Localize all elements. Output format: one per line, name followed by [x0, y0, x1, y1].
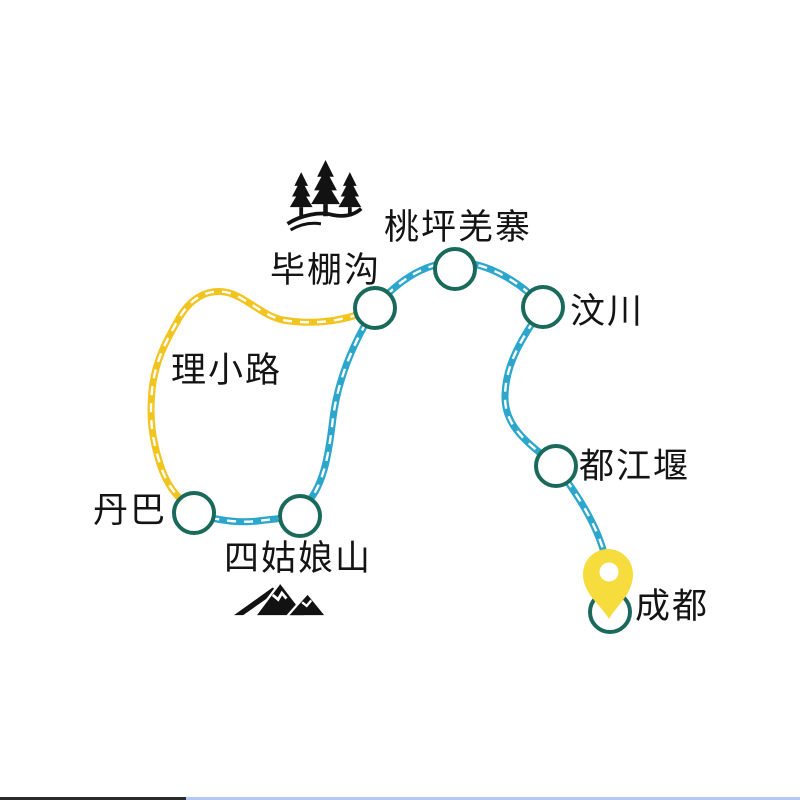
node-wenchuan[interactable] [521, 285, 565, 329]
label-dujiangyan: 都江堰 [579, 447, 691, 486]
yellow-route-road [147, 288, 379, 509]
label-chengdu: 成都 [635, 587, 710, 626]
pine-trees-icon [286, 160, 363, 232]
mountains-icon [234, 583, 325, 618]
teal-route-centerline [503, 306, 557, 467]
teal-route-road [501, 303, 560, 470]
teal-route-centerline [301, 307, 377, 509]
yellow-route-centerline [149, 290, 376, 506]
location-pin-hole [599, 562, 619, 582]
node-bipenggou[interactable] [353, 286, 397, 330]
bottom-progress-bar-elapsed[interactable] [0, 797, 186, 800]
bottom-progress-bar-remaining[interactable] [186, 797, 800, 800]
label-taoping-qiang-village: 桃坪羌寨 [384, 208, 533, 247]
node-dujiangyan[interactable] [534, 444, 578, 488]
node-danba[interactable] [172, 491, 216, 535]
location-pin-body [583, 549, 633, 619]
node-taoping-qiang-village[interactable] [433, 247, 477, 291]
label-danba: 丹巴 [93, 491, 168, 530]
location-pin-icon[interactable] [583, 549, 633, 619]
label-mount-siguniang: 四姑娘山 [224, 539, 373, 578]
label-li-xiao-road: 理小路 [171, 351, 283, 390]
node-mount-siguniang[interactable] [278, 494, 322, 538]
label-bipenggou: 毕棚沟 [270, 251, 382, 290]
yellow-route [147, 288, 379, 509]
teal-route-road [298, 304, 379, 512]
label-wenchuan: 汶川 [570, 292, 645, 331]
